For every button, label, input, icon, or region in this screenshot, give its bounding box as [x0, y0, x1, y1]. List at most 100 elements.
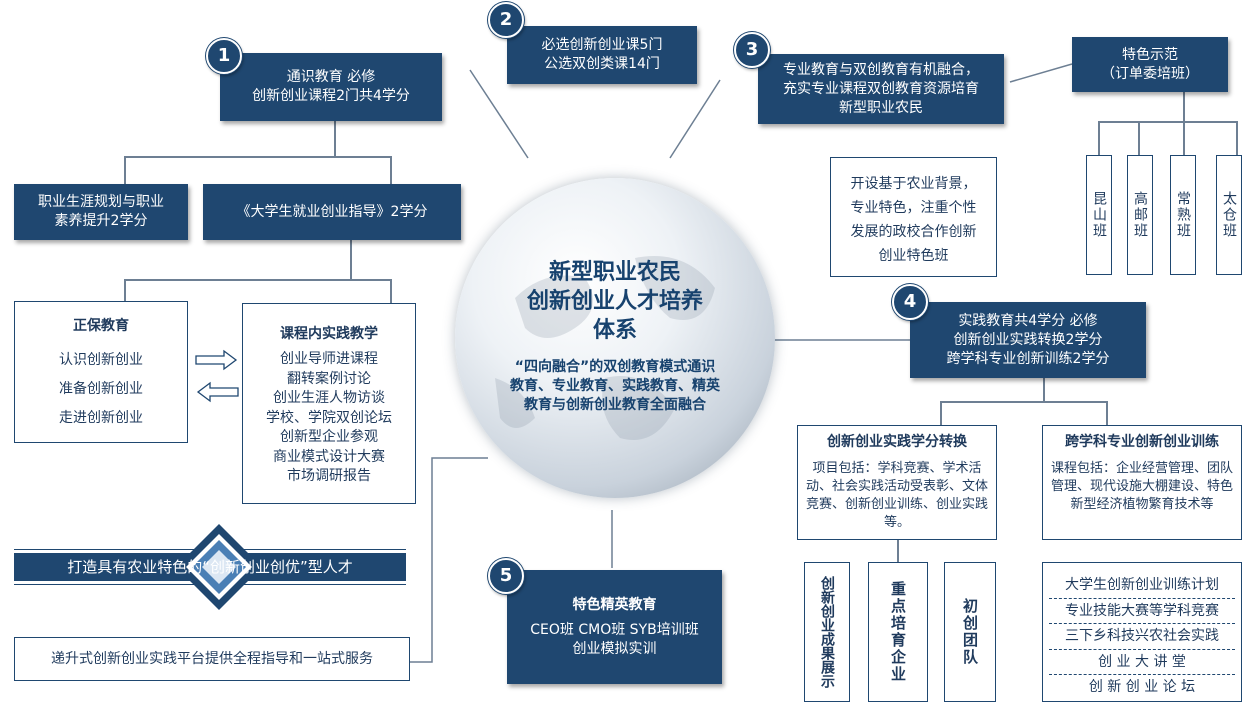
center-title-line2: 创新创业人才培养	[526, 289, 703, 314]
connector-line	[1098, 121, 1238, 123]
class-taicang: 太仓班	[1216, 155, 1242, 275]
box-in-course-practice: 课程内实践教学 创业导师进课程 翻转案例讨论 创业生涯人物访谈 学校、学院双创论…	[242, 303, 416, 504]
connector-line	[124, 156, 392, 158]
box-activity-list: 大学生创新创业训练计划 专业技能大赛等学科竞赛 三下乡科技兴农社会实践 创 业 …	[1042, 562, 1242, 702]
vbox-label: 创新创业成果展示	[819, 576, 835, 688]
connector-line	[124, 279, 126, 301]
connector-line	[1183, 90, 1185, 122]
list-item: 大学生创新创业训练计划	[1049, 573, 1235, 599]
list-item: 创 新 创 业 论 坛	[1088, 679, 1196, 695]
center-title: 新型职业农民 创新创业人才培养 体系	[500, 258, 730, 345]
box-practical-education: 实践教育共4学分 必修 创新创业实践转换2学分 跨学科专业创新训练2学分	[910, 302, 1146, 378]
kaishe-line: 开设基于农业背景，	[850, 176, 977, 192]
connector-line	[1098, 121, 1100, 155]
double-arrow-icon	[195, 349, 239, 403]
tese-line2: （订单委培班）	[1101, 65, 1199, 82]
class-label: 高邮班	[1132, 191, 1148, 239]
box3-line3: 新型职业农民	[839, 99, 923, 116]
banner-text: 打造具有农业特色的“创新创业创优”型人才	[67, 558, 353, 576]
vbox-results: 创新创业成果展示	[804, 562, 850, 702]
connector-line	[940, 401, 1108, 403]
connector-line	[1043, 378, 1045, 402]
connector-line	[350, 240, 352, 280]
connector-line	[1106, 401, 1108, 425]
connector-line	[940, 401, 942, 425]
badge-5: 5	[488, 558, 524, 594]
class-label: 常熟班	[1175, 191, 1191, 239]
box1-line2: 创新创业课程2门共4学分	[252, 88, 410, 104]
box-special-class-desc: 开设基于农业背景， 专业特色，注重个性 发展的政校合作创新 创业特色班	[830, 157, 997, 277]
footer-service-box: 递升式创新创业实践平台提供全程指导和一站式服务	[14, 637, 410, 681]
box-career-planning: 职业生涯规划与职业 素养提升2学分	[14, 184, 188, 240]
center-title-line1: 新型职业农民	[548, 260, 681, 285]
class-changshu: 常熟班	[1170, 155, 1196, 275]
connector-line	[1183, 121, 1185, 155]
list-item: 创 业 大 讲 堂	[1049, 650, 1235, 675]
box1a-line2: 素养提升2学分	[54, 213, 148, 229]
connector-line	[334, 121, 336, 157]
box2-line2: 公选双创类课14门	[544, 56, 660, 72]
zhengbao-item: 认识创新创业	[59, 352, 143, 368]
zhengbao-item: 准备创新创业	[59, 381, 143, 397]
center-globe	[455, 178, 775, 498]
kechengnei-item: 学校、学院双创论坛	[266, 409, 392, 426]
talent-banner: 打造具有农业特色的“创新创业创优”型人才	[14, 524, 406, 610]
tese-line1: 特色示范	[1122, 46, 1178, 63]
badge-3: 3	[734, 32, 770, 68]
connector-line	[390, 156, 392, 184]
box-credit-conversion: 创新创业实践学分转换 项目包括：学科竞赛、学术活动、社会实践活动受表彰、文体竞赛…	[797, 425, 997, 540]
class-label: 太仓班	[1221, 191, 1237, 239]
globe-continents-icon	[495, 256, 715, 440]
box4-line2: 创新创业实践转换2学分	[953, 331, 1103, 348]
box1a-line1: 职业生涯规划与职业	[38, 194, 164, 210]
box3-line2: 充实专业课程双创教育资源培育	[783, 80, 979, 97]
center-title-line3: 体系	[592, 318, 637, 343]
kechengnei-title: 课程内实践教学	[280, 326, 378, 342]
kechengnei-item: 翻转案例讨论	[287, 370, 371, 387]
badge-1: 1	[206, 38, 242, 74]
kechengnei-item: 市场调研报告	[287, 468, 371, 484]
class-gaoyou: 高邮班	[1127, 155, 1153, 275]
shijian-body: 项目包括：学科竞赛、学术活动、社会实践活动受表彰、文体竞赛、创新创业训练、创业实…	[806, 461, 989, 530]
connector-line	[1138, 121, 1140, 155]
box4-line1: 实践教育共4学分 必修	[958, 312, 1098, 329]
box-elite-education: 特色精英教育 CEO班 CMO班 SYB培训班 创业模拟实训	[507, 570, 722, 684]
connector-line	[124, 156, 126, 184]
kechengnei-item: 创新型企业参观	[280, 429, 378, 445]
vbox-key-enterprise: 重点培育企业	[868, 562, 928, 702]
box1-line1: 通识教育 必修	[286, 69, 376, 85]
box-employment-guide: 《大学生就业创业指导》2学分	[203, 184, 461, 240]
vbox-label: 初创团队	[961, 598, 979, 666]
kuaxueke-body: 课程包括：企业经营管理、团队管理、现代设施大棚建设、特色新型经济植物繁育技术等	[1051, 461, 1234, 512]
kuaxueke-title: 跨学科专业创新创业训练	[1065, 434, 1219, 450]
kechengnei-item: 商业模式设计大赛	[273, 448, 385, 465]
list-item: 专业技能大赛等学科竞赛	[1049, 599, 1235, 624]
box-zhengbao: 正保教育 认识创新创业 准备创新创业 走进创新创业	[14, 301, 188, 443]
kechengnei-item: 创业导师进课程	[280, 351, 378, 367]
zhengbao-item: 走进创新创业	[59, 410, 143, 426]
box-featured-demo: 特色示范 （订单委培班）	[1072, 37, 1228, 92]
box5-title: 特色精英教育	[572, 596, 657, 613]
center-subtitle: “四向融合”的双创教育模式通识教育、专业教育、实践教育、精英教育与创新创业教育全…	[510, 359, 720, 413]
box-elective-courses: 必选创新创业课5门 公选双创类课14门	[507, 26, 697, 84]
badge-4: 4	[892, 284, 928, 320]
diamond-emblem-icon	[176, 524, 262, 610]
kechengnei-item: 创业生涯人物访谈	[273, 390, 385, 406]
connector-line	[897, 540, 899, 562]
connector-line	[124, 279, 392, 281]
vbox-label: 重点培育企业	[889, 581, 907, 683]
box5-line1: CEO班 CMO班 SYB培训班	[530, 621, 699, 638]
box4-line3: 跨学科专业创新训练2学分	[946, 350, 1110, 367]
list-item: 三下乡科技兴农社会实践	[1049, 624, 1235, 650]
kaishe-line: 专业特色，注重个性	[850, 200, 977, 216]
connector-line	[390, 279, 392, 303]
box-professional-education: 专业教育与双创教育有机融合， 充实专业课程双创教育资源培育 新型职业农民	[758, 54, 1004, 124]
kaishe-line: 创业特色班	[878, 248, 949, 264]
box3-line1: 专业教育与双创教育有机融合，	[783, 61, 979, 78]
kaishe-line: 发展的政校合作创新	[850, 224, 977, 240]
class-kunshan: 昆山班	[1086, 155, 1112, 275]
zhengbao-title: 正保教育	[73, 318, 129, 334]
vbox-startup-team: 初创团队	[944, 562, 996, 702]
box2-line1: 必选创新创业课5门	[541, 37, 663, 53]
